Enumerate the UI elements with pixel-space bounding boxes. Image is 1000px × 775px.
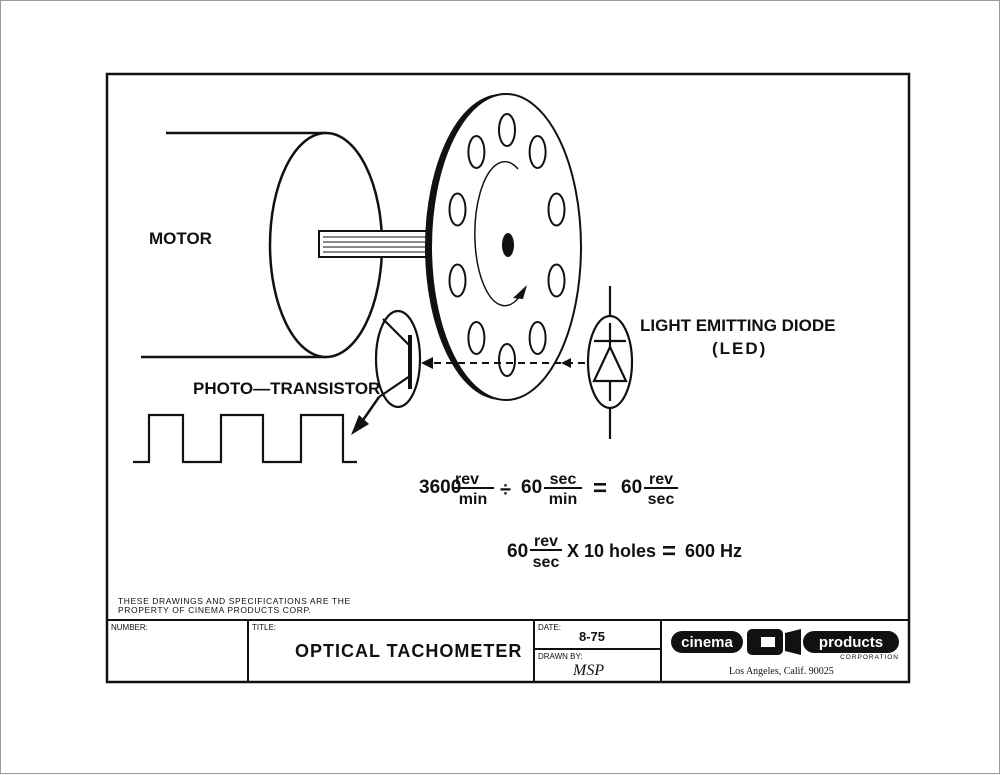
svg-text:=: =: [662, 538, 676, 565]
drawing-title: OPTICAL TACHOMETER: [295, 641, 522, 661]
svg-text:=: =: [593, 475, 607, 502]
disc-hole: [448, 192, 467, 227]
svg-text:min: min: [549, 491, 577, 508]
disc-hub: [502, 233, 514, 257]
disc-hole: [467, 135, 486, 169]
light-beam: [421, 357, 585, 369]
svg-text:600 Hz: 600 Hz: [685, 541, 742, 561]
title-block: [107, 619, 909, 682]
drawing-frame: [105, 72, 911, 684]
svg-text:products: products: [819, 634, 883, 651]
svg-text:sec: sec: [550, 471, 577, 488]
equation-rpm-conversion: 3600 rev min ÷ 60 sec min = 60 rev sec: [419, 471, 678, 508]
svg-text:sec: sec: [648, 491, 675, 508]
property-note-line2: PROPERTY OF CINEMA PRODUCTS CORP.: [118, 605, 312, 615]
property-note-line1: THESE DRAWINGS AND SPECIFICATIONS ARE TH…: [118, 596, 351, 606]
number-label: NUMBER:: [111, 623, 148, 632]
svg-text:60: 60: [507, 541, 528, 562]
svg-text:60: 60: [621, 477, 642, 498]
disc-hole: [528, 321, 547, 355]
svg-text:cinema: cinema: [681, 634, 733, 651]
photo-transistor-label: PHOTO—TRANSISTOR: [193, 379, 380, 398]
led-symbol: [586, 286, 634, 439]
drawn-by-value: MSP: [572, 662, 604, 679]
company-address: Los Angeles, Calif. 90025: [729, 666, 834, 677]
led-label-line1: LIGHT EMITTING DIODE: [640, 316, 836, 335]
equation-frequency: 60 rev sec X 10 holes = 600 Hz: [507, 533, 742, 571]
date-value: 8-75: [579, 629, 605, 644]
photo-transistor-output-arrow: [351, 396, 381, 435]
svg-text:rev: rev: [534, 533, 558, 550]
disc-holes: [448, 113, 566, 377]
disc-hole: [448, 263, 467, 298]
svg-text:rev: rev: [455, 471, 479, 488]
svg-text:CORPORATION: CORPORATION: [840, 654, 899, 661]
cinema-products-logo: cinema products CORPORATION: [671, 629, 899, 661]
svg-text:÷: ÷: [500, 479, 511, 501]
svg-text:3600: 3600: [419, 477, 461, 498]
photo-transistor-symbol: [374, 309, 422, 409]
disc-hole: [467, 321, 486, 355]
motor-shaft: [318, 230, 432, 258]
disc-hole: [498, 343, 516, 377]
disc-hole: [547, 263, 566, 298]
svg-text:min: min: [459, 491, 487, 508]
svg-text:60: 60: [521, 477, 542, 498]
title-label: TITLE:: [252, 623, 276, 632]
led-label-line2: (LED): [712, 339, 767, 358]
date-label: DATE:: [538, 623, 561, 632]
motor-label: MOTOR: [149, 229, 212, 248]
disc-hole: [547, 192, 566, 227]
svg-text:sec: sec: [533, 554, 560, 571]
svg-text:X 10 holes: X 10 holes: [567, 541, 656, 561]
rotation-arrow: [474, 160, 524, 307]
disc-hole: [528, 135, 547, 169]
svg-text:rev: rev: [649, 471, 673, 488]
square-wave-signal: [133, 413, 357, 464]
slotted-disc: [425, 93, 582, 401]
disc-hole: [498, 113, 516, 147]
drawn-by-label: DRAWN BY:: [538, 652, 583, 661]
